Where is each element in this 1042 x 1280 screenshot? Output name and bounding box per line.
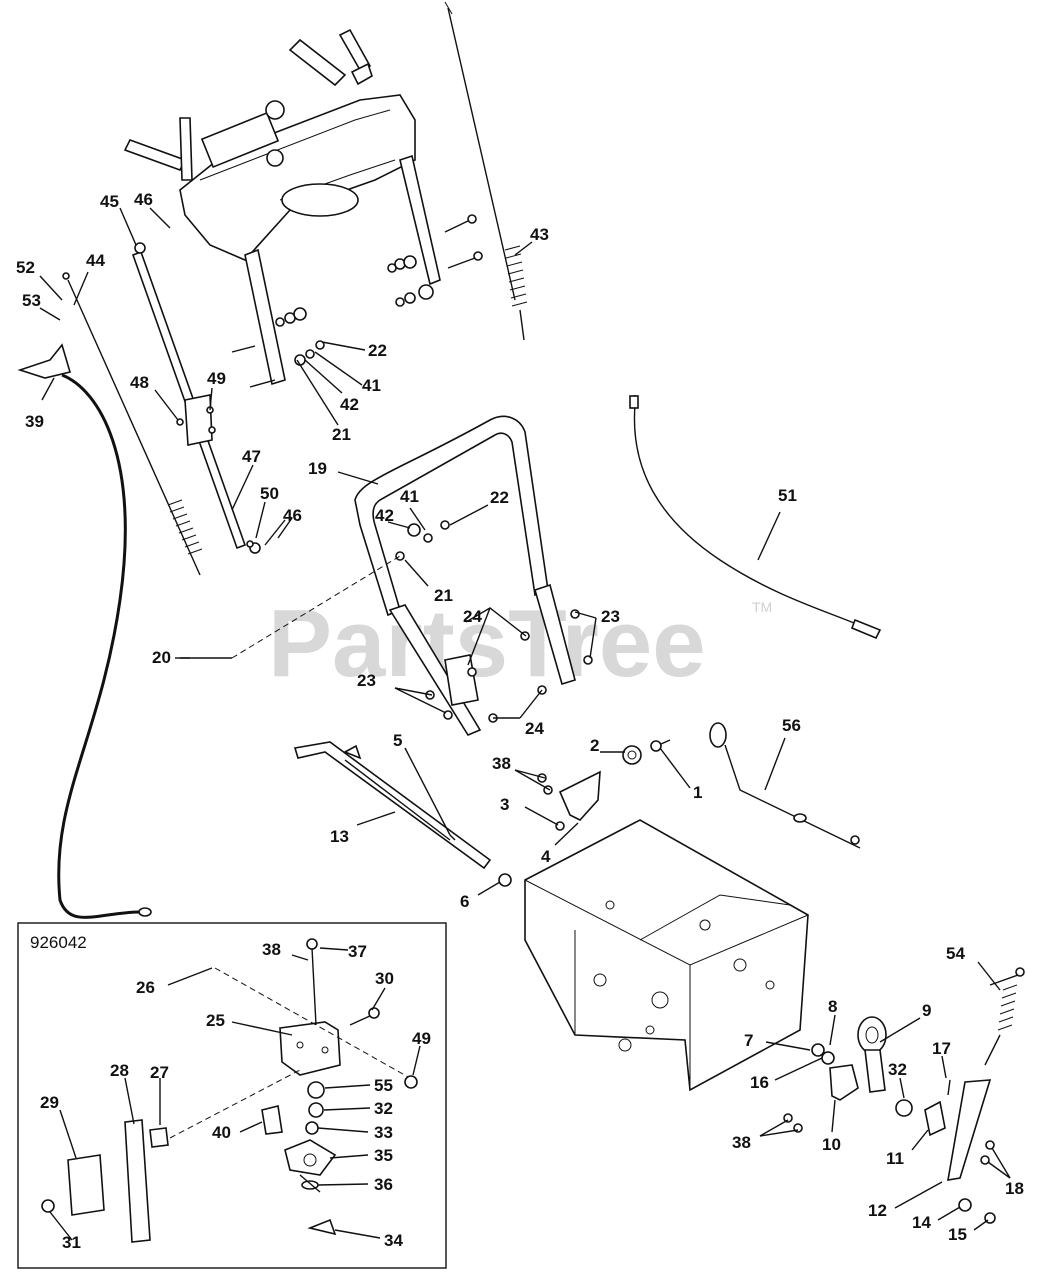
callout-25: 25 bbox=[206, 1011, 225, 1030]
callout-46: 46 bbox=[134, 190, 153, 209]
callout-14: 14 bbox=[912, 1213, 931, 1232]
callout-52: 52 bbox=[16, 258, 35, 277]
watermark: PartsTree bbox=[268, 590, 706, 697]
callout-27: 27 bbox=[150, 1063, 169, 1082]
callout-24b: 24 bbox=[525, 719, 544, 738]
callout-13: 13 bbox=[330, 827, 349, 846]
callout-30: 30 bbox=[375, 969, 394, 988]
callout-22: 22 bbox=[368, 341, 387, 360]
right-linkage bbox=[783, 967, 1025, 1224]
callout-24: 24 bbox=[463, 607, 482, 626]
callout-47: 47 bbox=[242, 447, 261, 466]
callout-8: 8 bbox=[828, 997, 837, 1016]
frame bbox=[524, 819, 809, 1092]
callout-19: 19 bbox=[308, 459, 327, 478]
callout-10: 10 bbox=[822, 1135, 841, 1154]
callout-45: 45 bbox=[100, 192, 119, 211]
callout-43: 43 bbox=[530, 225, 549, 244]
callout-29: 29 bbox=[40, 1093, 59, 1112]
callout-50: 50 bbox=[260, 484, 279, 503]
callout-33: 33 bbox=[374, 1123, 393, 1142]
callout-32b: 32 bbox=[888, 1060, 907, 1079]
callout-4: 4 bbox=[541, 847, 551, 866]
callout-49: 49 bbox=[207, 369, 226, 388]
callout-17: 17 bbox=[932, 1039, 951, 1058]
callout-2: 2 bbox=[590, 736, 599, 755]
callout-37: 37 bbox=[348, 942, 367, 961]
callout-11: 11 bbox=[886, 1149, 904, 1168]
callout-40: 40 bbox=[212, 1123, 231, 1142]
callout-35: 35 bbox=[374, 1146, 393, 1165]
callout-1: 1 bbox=[693, 783, 702, 802]
lower-handle-19 bbox=[180, 415, 593, 736]
callout-38c: 38 bbox=[732, 1133, 751, 1152]
callout-44: 44 bbox=[86, 251, 105, 270]
callout-41b: 41 bbox=[400, 487, 419, 506]
leader-lines bbox=[39, 207, 1011, 1241]
callout-6: 6 bbox=[460, 892, 469, 911]
callout-26: 26 bbox=[136, 978, 155, 997]
callout-36: 36 bbox=[374, 1175, 393, 1194]
control-panel bbox=[123, 28, 416, 261]
rod-44 bbox=[62, 272, 203, 576]
callout-15: 15 bbox=[948, 1225, 967, 1244]
inset-parts bbox=[41, 938, 418, 1243]
callout-5: 5 bbox=[393, 731, 402, 750]
callout-46b: 46 bbox=[283, 506, 302, 525]
callout-49b: 49 bbox=[412, 1029, 431, 1048]
callout-41: 41 bbox=[362, 376, 381, 395]
cable-51 bbox=[629, 395, 882, 640]
callout-9: 9 bbox=[922, 1001, 931, 1020]
callout-42b: 42 bbox=[375, 506, 394, 525]
callout-48: 48 bbox=[130, 373, 149, 392]
callout-23: 23 bbox=[601, 607, 620, 626]
callout-labels: 45 46 52 44 53 39 43 22 41 42 21 48 49 4… bbox=[16, 190, 1024, 1252]
callout-31: 31 bbox=[62, 1233, 81, 1252]
rod-43 bbox=[444, 1, 528, 341]
callout-28: 28 bbox=[110, 1061, 129, 1080]
rod-56 bbox=[709, 722, 861, 849]
callout-12: 12 bbox=[868, 1201, 887, 1220]
callout-16: 16 bbox=[750, 1073, 769, 1092]
callout-38b: 38 bbox=[262, 940, 281, 959]
upper-hardware bbox=[231, 214, 483, 388]
callout-39: 39 bbox=[25, 412, 44, 431]
callout-20: 20 bbox=[152, 648, 171, 667]
callout-55: 55 bbox=[374, 1076, 393, 1095]
inset-code: 926042 bbox=[30, 933, 87, 952]
callout-54: 54 bbox=[946, 944, 965, 963]
callout-42: 42 bbox=[340, 395, 359, 414]
cable-39 bbox=[17, 343, 152, 919]
callout-53: 53 bbox=[22, 291, 41, 310]
callout-21: 21 bbox=[332, 425, 351, 444]
callout-32: 32 bbox=[374, 1099, 393, 1118]
callout-23b: 23 bbox=[357, 671, 376, 690]
callout-21b: 21 bbox=[434, 586, 453, 605]
callout-51: 51 bbox=[778, 486, 797, 505]
callout-38: 38 bbox=[492, 754, 511, 773]
callout-7: 7 bbox=[744, 1031, 753, 1050]
callout-18: 18 bbox=[1005, 1179, 1024, 1198]
callout-56: 56 bbox=[782, 716, 801, 735]
upper-handle bbox=[244, 154, 441, 386]
rod-47 bbox=[131, 242, 286, 554]
callout-34: 34 bbox=[384, 1231, 403, 1250]
trademark: TM bbox=[752, 599, 772, 615]
callout-3: 3 bbox=[500, 795, 509, 814]
callout-22b: 22 bbox=[490, 488, 509, 507]
